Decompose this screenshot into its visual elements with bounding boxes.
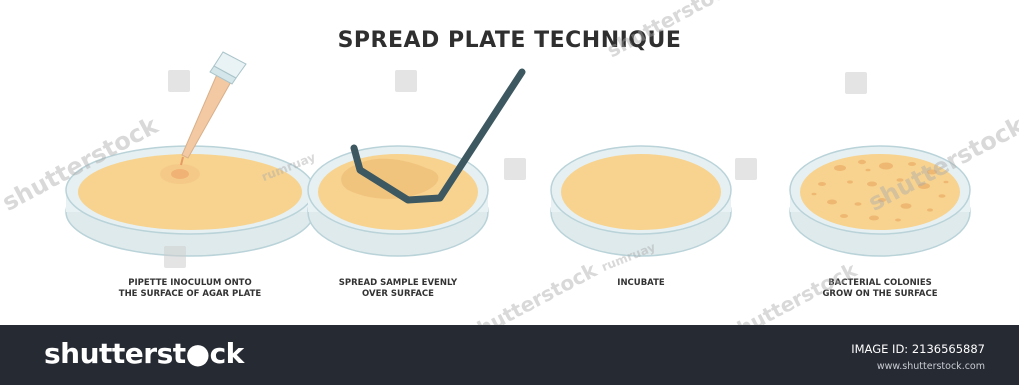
image-id: IMAGE ID: 2136565887 bbox=[851, 342, 985, 356]
diagram-canvas: SPREAD PLATE TECHNIQUE bbox=[0, 0, 1019, 325]
watermark-logo-icon bbox=[164, 246, 186, 268]
step-3-petri-dish bbox=[551, 146, 731, 256]
watermark-logo-icon bbox=[845, 72, 867, 94]
site-url: www.shutterstock.com bbox=[877, 361, 985, 372]
step-4-petri-dish bbox=[790, 146, 970, 256]
watermark-logo-icon bbox=[735, 158, 757, 180]
agar-surface bbox=[561, 154, 721, 230]
step-2-caption: SPREAD SAMPLE EVENLY OVER SURFACE bbox=[298, 278, 498, 300]
watermark-logo-icon bbox=[168, 70, 190, 92]
step-1-petri-dish bbox=[66, 146, 314, 256]
watermark-logo-icon bbox=[395, 70, 417, 92]
step-1-caption: PIPETTE INOCULUM ONTO THE SURFACE OF AGA… bbox=[90, 278, 290, 300]
watermark-logo-icon bbox=[504, 158, 526, 180]
step-3-caption: INCUBATE bbox=[541, 278, 741, 289]
footer-bar: shutterst●ck IMAGE ID: 2136565887 www.sh… bbox=[0, 325, 1019, 385]
step-4-caption: BACTERIAL COLONIES GROW ON THE SURFACE bbox=[780, 278, 980, 300]
shutterstock-logo: shutterst●ck bbox=[44, 337, 244, 370]
